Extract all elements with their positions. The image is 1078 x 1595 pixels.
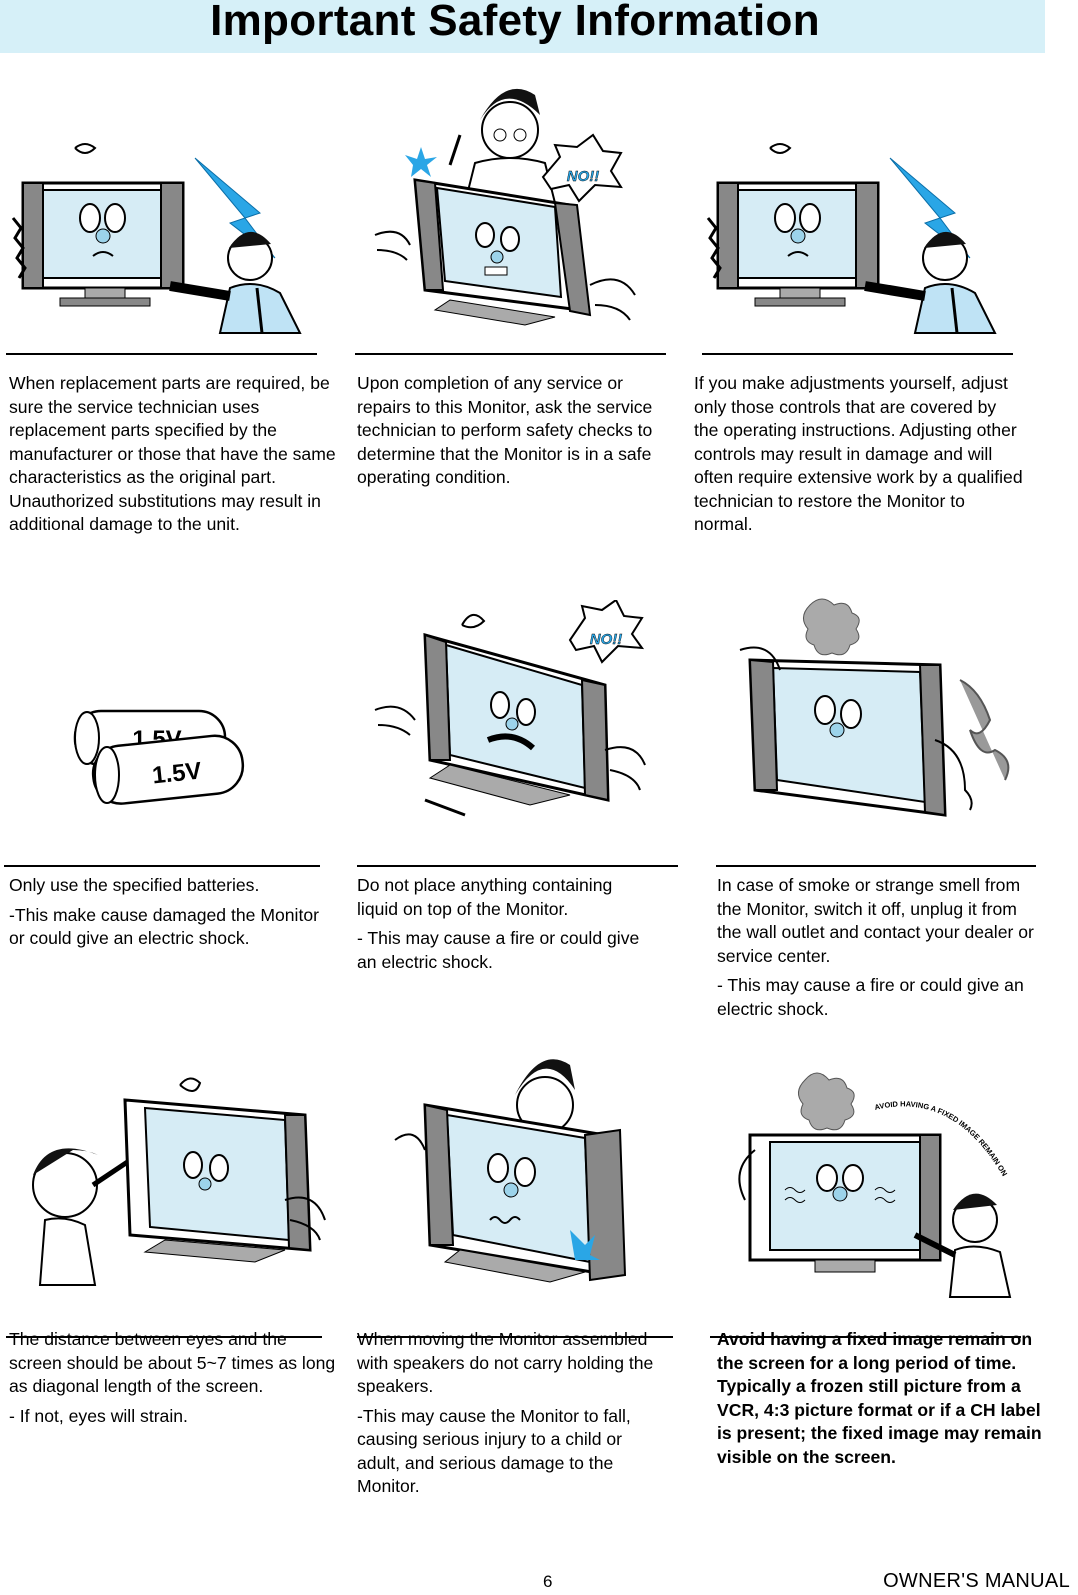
angry-man-icon (864, 231, 997, 334)
paragraph: - This may cause a fire or could give an… (357, 928, 640, 972)
worried-monitor-icon (748, 1133, 942, 1273)
no-speech-bubble: NO!! (541, 133, 623, 203)
monitor-smoking-illustration (739, 598, 1010, 817)
safety-text-smoke: In case of smoke or strange smell from t… (717, 874, 1042, 1027)
page-title: Important Safety Information (210, 0, 820, 45)
smoke-icon (798, 1072, 855, 1131)
panel-divider (355, 353, 666, 355)
paragraph: - If not, eyes will strain. (9, 1405, 188, 1426)
smoke-icon (803, 598, 860, 656)
man-carrying-monitor-illustration (394, 1059, 627, 1283)
hose-icon (738, 1149, 756, 1201)
worried-monitor-icon (748, 658, 947, 817)
paragraph: When replacement parts are required, be … (9, 373, 336, 534)
paragraph: The distance between eyes and the screen… (9, 1329, 336, 1396)
hand-icon (394, 1133, 426, 1151)
paragraph: - This may cause a fire or could give an… (717, 975, 1024, 1019)
spring-icon (11, 217, 27, 279)
safety-text-replacement-parts: When replacement parts are required, be … (9, 372, 344, 543)
safety-text-carrying: When moving the Monitor assembled with s… (357, 1328, 667, 1505)
fixed-image-illustration: AVOID HAVING A FIXED IMAGE REMAIN ON THE… (725, 1060, 1012, 1298)
safety-text-batteries: Only use the specified batteries. -This … (9, 874, 319, 957)
panel-divider (357, 865, 678, 867)
panel-divider (6, 353, 317, 355)
paragraph: Avoid having a fixed image remain on the… (717, 1329, 1042, 1467)
hand-icon (284, 1196, 326, 1241)
spilled-item-icon (424, 798, 466, 817)
pointing-man-icon (913, 1193, 1012, 1298)
hand-icon (374, 705, 416, 736)
paragraph: Upon completion of any service or repair… (357, 373, 653, 487)
hand-icon (589, 278, 636, 321)
worried-monitor-icon (123, 1098, 312, 1263)
safety-text-service-check: Upon completion of any service or repair… (357, 372, 677, 496)
safety-text-adjustments: If you make adjustments yourself, adjust… (694, 372, 1024, 543)
spark-icon (570, 1230, 600, 1260)
no-speech-bubble: NO!! (568, 600, 645, 664)
hand-icon (739, 646, 781, 671)
panel-divider (702, 353, 1013, 355)
battery-label: 1.5V (151, 758, 203, 790)
crying-monitor-icon (21, 181, 185, 307)
paragraph: -This make cause damaged the Monitor or … (9, 904, 319, 949)
monitor-with-angry-man-illustration (11, 143, 302, 334)
spring-icon (706, 217, 722, 279)
angry-man-icon (169, 231, 302, 334)
spark-icon (405, 147, 437, 177)
child-icon (32, 1148, 140, 1286)
paragraph: Only use the specified batteries. (9, 875, 260, 895)
paragraph: When moving the Monitor assembled with s… (357, 1329, 654, 1396)
crying-monitor-icon (716, 181, 880, 307)
safety-text-viewing-distance: The distance between eyes and the screen… (9, 1328, 339, 1434)
panel-divider (716, 865, 1036, 867)
scribble-icon (769, 143, 792, 154)
panel-divider (710, 1336, 1021, 1338)
technician-lifting-monitor-illustration: NO!! (374, 88, 636, 326)
manual-label: OWNER'S MANUAL (883, 1570, 1070, 1592)
panel-divider (357, 1336, 673, 1338)
hand-icon (179, 1077, 202, 1092)
title-banner: Important Safety Information (0, 0, 1045, 53)
monitor-liquid-illustration: NO!! (374, 600, 646, 817)
smoke-icon (959, 679, 1010, 781)
battery-icon: 1.5V (91, 734, 245, 805)
child-viewing-distance-illustration (32, 1077, 326, 1286)
monitor-with-angry-man-illustration (706, 143, 997, 334)
safety-text-liquid: Do not place anything containing liquid … (357, 874, 657, 980)
hand-icon (934, 739, 973, 811)
worried-monitor-icon (423, 1103, 627, 1283)
safety-text-fixed-image: Avoid having a fixed image remain on the… (717, 1328, 1042, 1475)
scribble-icon (461, 614, 486, 629)
hand-icon (604, 746, 646, 791)
no-label: NO!! (567, 168, 600, 185)
scribble-icon (74, 143, 97, 154)
monitor-tilted-icon (413, 178, 592, 326)
technician-icon (448, 88, 557, 204)
crying-monitor-icon (423, 633, 610, 806)
paragraph: In case of smoke or strange smell from t… (717, 875, 1034, 966)
page-number: 6 (543, 1572, 553, 1591)
paragraph: -This may cause the Monitor to fall, cau… (357, 1405, 631, 1497)
panel-divider (6, 1336, 322, 1338)
hand-icon (374, 230, 411, 261)
paragraph: Do not place anything containing liquid … (357, 875, 613, 919)
batteries-illustration: 1.5V 1.5V (73, 709, 245, 805)
no-label: NO!! (590, 631, 623, 648)
paragraph: If you make adjustments yourself, adjust… (694, 373, 1023, 534)
panel-divider (4, 865, 320, 867)
